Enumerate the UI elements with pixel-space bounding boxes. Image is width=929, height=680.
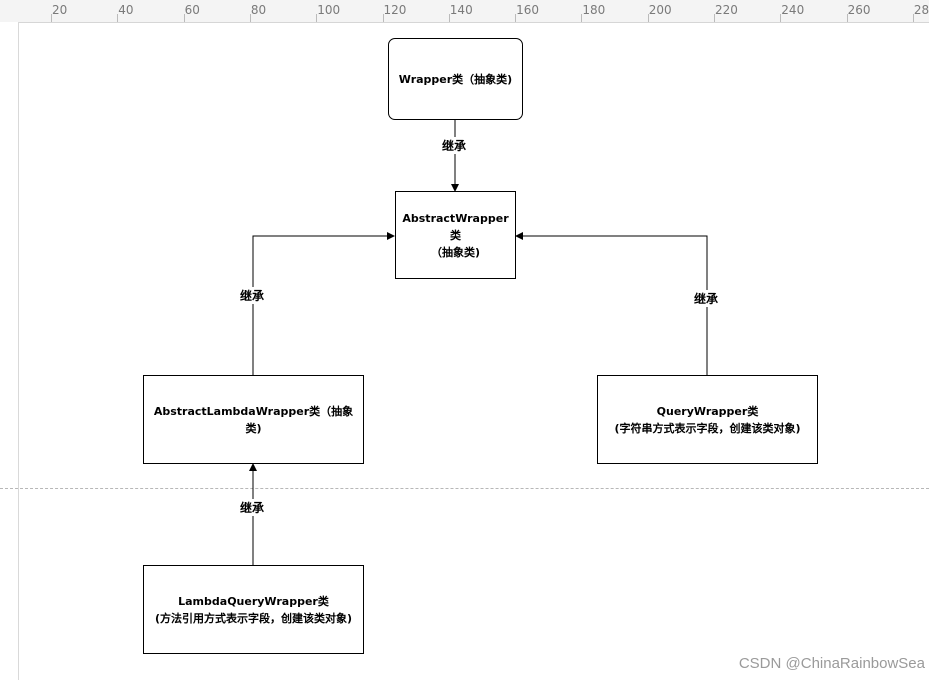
node-wrapper-label: Wrapper类（抽象类) — [398, 72, 513, 86]
ruler-tick-mark — [714, 14, 715, 22]
ruler-tick-label: 280 — [913, 3, 929, 17]
edge-label-lambdaquery-to-lambda: 继承 — [239, 499, 266, 516]
ruler-tick-label: 240 — [781, 3, 805, 17]
ruler-tick-mark — [51, 14, 52, 22]
node-abstract-lambda-wrapper-line1: AbstractLambdaWrapper类（抽象 — [153, 404, 354, 418]
node-lambda-query-wrapper-line1: LambdaQueryWrapper类 — [178, 594, 329, 608]
node-lambda-query-wrapper-line2: (方法引用方式表示字段，创建该类对象) — [154, 611, 353, 625]
ruler-tick-label: 160 — [516, 3, 539, 17]
ruler-tick-mark — [382, 14, 384, 22]
ruler-tick-label: 60 — [184, 3, 200, 17]
edge-label-query-to-abstract: 继承 — [693, 290, 720, 307]
ruler-tick-mark — [846, 14, 848, 22]
ruler-tick-mark — [912, 14, 914, 22]
ruler-tick-mark — [647, 14, 649, 22]
ruler-tick-mark — [117, 14, 119, 22]
ruler-tick-label: 120 — [383, 3, 407, 17]
ruler-tick-mark — [515, 14, 517, 22]
left-ruler — [0, 22, 19, 680]
node-abstract-lambda-wrapper[interactable]: AbstractLambdaWrapper类（抽象 类) — [143, 375, 364, 464]
page-break-line — [0, 488, 929, 489]
node-wrapper[interactable]: Wrapper类（抽象类) — [388, 38, 523, 120]
edge-lambda-to-abstract[interactable] — [252, 232, 395, 375]
node-abstract-wrapper-line2: （抽象类) — [430, 245, 481, 259]
ruler-tick-label: 180 — [582, 3, 606, 17]
ruler-tick-label: 200 — [648, 3, 672, 17]
ruler-tick-label: 220 — [715, 3, 738, 17]
node-lambda-query-wrapper[interactable]: LambdaQueryWrapper类 (方法引用方式表示字段，创建该类对象) — [143, 565, 364, 654]
ruler-tick-mark — [448, 14, 450, 22]
edge-query-to-abstract[interactable] — [515, 232, 708, 375]
ruler-tick-label: 40 — [118, 3, 134, 17]
node-abstract-wrapper[interactable]: AbstractWrapper类 （抽象类) — [395, 191, 516, 279]
node-abstract-lambda-wrapper-line2: 类) — [245, 421, 262, 435]
watermark: CSDN @ChinaRainbowSea — [738, 655, 925, 672]
ruler-tick-label: 20 — [52, 3, 68, 17]
edge-label-wrapper-to-abstract: 继承 — [441, 137, 468, 154]
ruler-tick-label: 260 — [847, 3, 871, 17]
ruler-tick-mark — [780, 14, 782, 22]
node-abstract-wrapper-line1: AbstractWrapper类 — [402, 211, 509, 242]
ruler-tick-mark — [581, 14, 583, 22]
ruler-tick-label: 80 — [250, 3, 267, 17]
ruler-tick-label: 100 — [317, 3, 341, 17]
node-query-wrapper-line2: (字符串方式表示字段，创建该类对象) — [614, 421, 801, 435]
ruler-tick-mark — [316, 14, 318, 22]
ruler-tick-label: 140 — [449, 3, 473, 17]
ruler-tick-mark — [249, 14, 251, 22]
node-query-wrapper[interactable]: QueryWrapper类 (字符串方式表示字段，创建该类对象) — [597, 375, 818, 464]
top-ruler: 20 40 60 80 100 120 140 160 180 200 220 240 260 280 — [0, 0, 929, 23]
ruler-tick-mark — [183, 14, 185, 22]
node-query-wrapper-line1: QueryWrapper类 — [656, 404, 759, 418]
edge-label-lambda-to-abstract: 继承 — [239, 287, 266, 304]
